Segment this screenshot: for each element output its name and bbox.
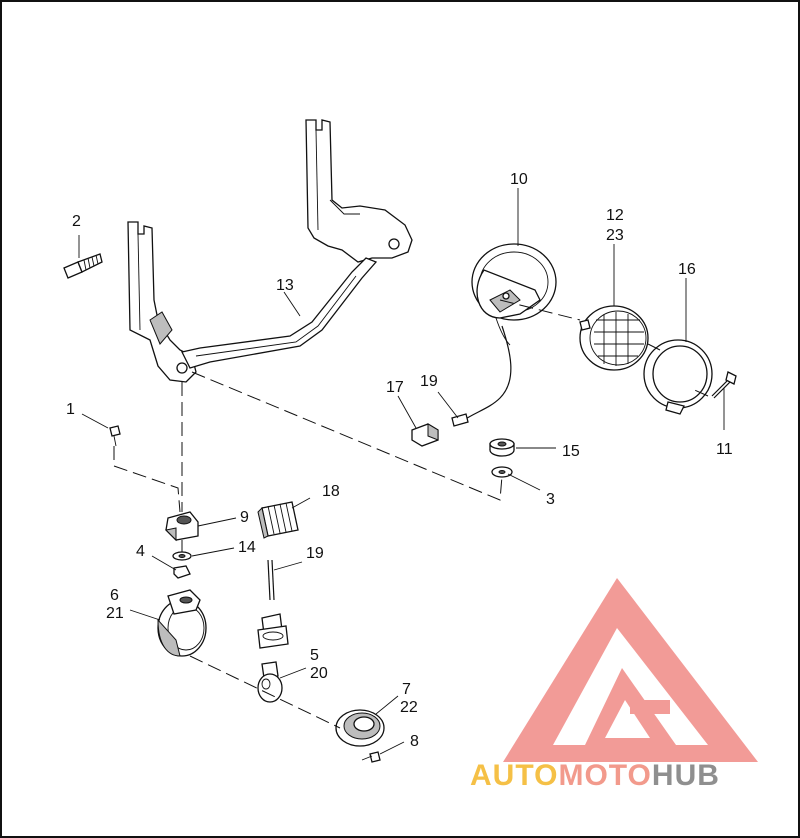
watermark-auto: AUTO bbox=[470, 759, 558, 792]
screw-11 bbox=[711, 371, 737, 399]
bulb-5 bbox=[257, 661, 283, 703]
lamp-wire bbox=[451, 325, 512, 427]
callout-3: 3 bbox=[546, 491, 555, 508]
bulb-socket-19 bbox=[257, 559, 289, 649]
callout-12: 12 bbox=[606, 207, 624, 224]
screw-1 bbox=[109, 425, 121, 447]
sealed-beam-lamp bbox=[579, 305, 649, 371]
callout-16: 16 bbox=[678, 261, 696, 278]
callout-14: 14 bbox=[238, 539, 256, 556]
screw-8 bbox=[361, 751, 381, 763]
callout-17: 17 bbox=[386, 379, 404, 396]
mounting-bracket bbox=[127, 119, 413, 383]
callout-19-upper: 19 bbox=[420, 373, 438, 390]
lamp-housing-6 bbox=[157, 589, 207, 657]
watermark-hub: HUB bbox=[652, 759, 720, 792]
callout-7: 7 bbox=[402, 681, 411, 698]
connector-18 bbox=[257, 501, 299, 539]
clamp-9 bbox=[164, 511, 199, 542]
callout-20: 20 bbox=[310, 665, 328, 682]
callout-15: 15 bbox=[562, 443, 580, 460]
callout-11: 11 bbox=[716, 441, 733, 458]
watermark-moto: MOTO bbox=[558, 759, 651, 792]
callout-10: 10 bbox=[510, 171, 528, 188]
leader-lines bbox=[78, 188, 725, 755]
callout-22: 22 bbox=[400, 699, 418, 716]
callout-5: 5 bbox=[310, 647, 319, 664]
lens-7 bbox=[335, 709, 385, 747]
callout-6: 6 bbox=[110, 587, 119, 604]
nut-4 bbox=[173, 565, 191, 579]
callout-1: 1 bbox=[66, 401, 75, 418]
callout-labels: 2 1 13 10 12 23 16 11 17 19 15 3 18 9 14… bbox=[66, 171, 733, 750]
grommet-15 bbox=[489, 438, 515, 457]
assembly-lines bbox=[113, 299, 709, 729]
callout-21: 21 bbox=[106, 605, 124, 622]
callout-9: 9 bbox=[240, 509, 249, 526]
callout-23: 23 bbox=[606, 227, 624, 244]
callout-19-lower: 19 bbox=[306, 545, 324, 562]
callout-8: 8 bbox=[410, 733, 419, 750]
connector-17 bbox=[411, 423, 439, 447]
bolt-2 bbox=[63, 253, 103, 279]
trim-ring bbox=[643, 339, 713, 415]
watermark-text: AUTOMOTOHUB bbox=[470, 759, 720, 792]
callout-18: 18 bbox=[322, 483, 340, 500]
watermark-logo bbox=[503, 578, 758, 762]
washer-14 bbox=[172, 551, 192, 561]
headlamp-housing bbox=[471, 243, 557, 346]
callout-4: 4 bbox=[136, 543, 145, 560]
callout-2: 2 bbox=[72, 213, 81, 230]
washer-3 bbox=[491, 466, 513, 478]
callout-13: 13 bbox=[276, 277, 294, 294]
